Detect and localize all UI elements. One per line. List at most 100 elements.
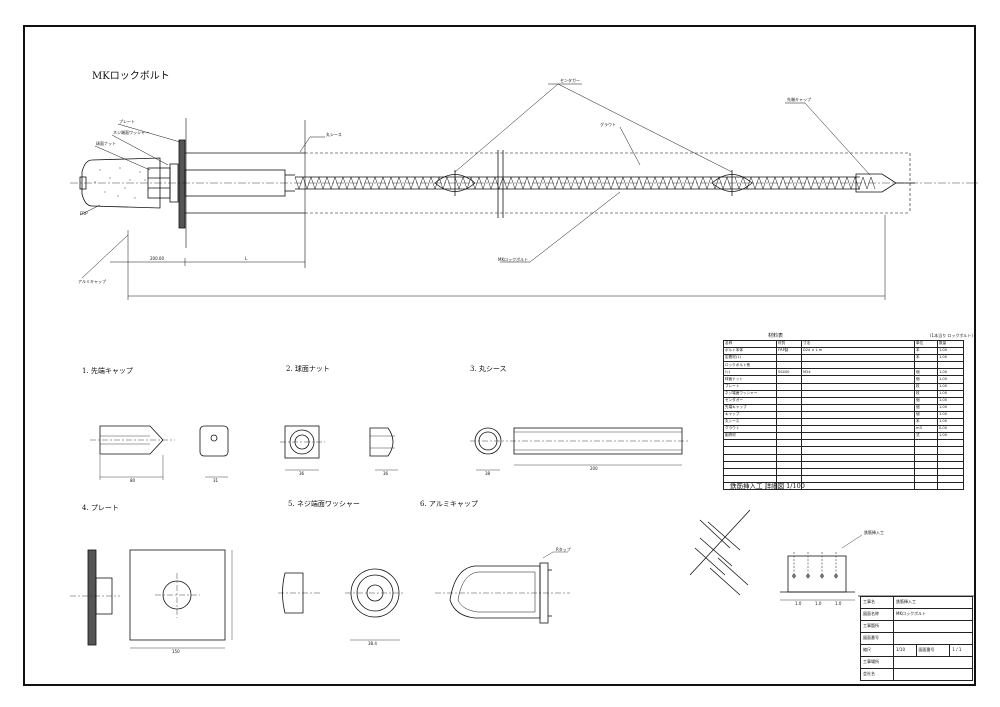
table-cell: 本 — [914, 347, 938, 356]
table-cell — [914, 453, 938, 462]
title-block-key: 工事箇所 — [860, 620, 894, 633]
table-cell: 副資材 — [723, 432, 777, 441]
part-5-dim: 38.4 — [368, 641, 377, 646]
part-round-sheath — [470, 427, 690, 471]
table-cell: 本 — [914, 418, 938, 427]
callout-centralizer: センタガー — [560, 78, 580, 83]
table-cell: ﾅｯﾄ — [723, 368, 777, 377]
table-cell: D24 × L m — [801, 347, 915, 356]
title-block-row: 図面番号 — [860, 632, 973, 645]
callout-plate: プレート — [119, 119, 135, 124]
table-cell: 1.00 — [937, 368, 964, 377]
table-cell — [937, 361, 964, 370]
table-cell: 枚 — [914, 389, 938, 398]
table-cell — [937, 439, 964, 448]
table-cell — [776, 361, 802, 370]
detail-dim-1: 1.0 — [795, 601, 802, 606]
table-cell — [723, 446, 777, 455]
table-cell: プレート — [723, 382, 777, 391]
part-3-dim-b: 200 — [590, 466, 598, 471]
title-block-key: 工事場所 — [860, 656, 894, 669]
table-cell — [801, 481, 915, 490]
table-row — [723, 460, 964, 469]
detail-dim-2: 1.0 — [815, 601, 822, 606]
table-cell — [776, 375, 802, 384]
part-washer — [278, 568, 405, 641]
table-cell — [723, 467, 777, 476]
part-4-dim: 150 — [172, 649, 180, 654]
table-cell: 0.00 — [937, 425, 964, 434]
table-cell — [801, 453, 915, 462]
part-2-dim: 36 — [299, 471, 305, 476]
title-block-row: 工事場所 — [860, 656, 973, 669]
title-block-key: 図面番号 — [915, 644, 951, 657]
table-cell — [801, 410, 915, 420]
table-cell — [776, 439, 802, 448]
table-cell: 個 — [914, 403, 938, 412]
table-cell — [776, 460, 802, 469]
dim-200: 200.00 — [150, 256, 164, 261]
table-cell: 個 — [914, 375, 938, 384]
table-cell: ネジ端面ワッシャー — [723, 389, 777, 398]
table-cell: FRP製 — [776, 347, 802, 356]
callout-dome-cap: アルミキャップ — [78, 279, 106, 284]
part-1-dim-b: 31 — [213, 478, 219, 483]
table-cell — [723, 439, 777, 448]
table-row — [723, 446, 964, 455]
table-cell: 球面ナット — [723, 375, 777, 384]
table-cell — [937, 453, 964, 462]
table-cell — [801, 354, 915, 363]
centralizer-1 — [434, 174, 476, 192]
table-cell: 1.00 — [937, 347, 964, 356]
part-2-dim-b: 36 — [383, 471, 389, 476]
table-cell: 個 — [914, 396, 938, 405]
table-cell: 式 — [914, 432, 938, 441]
table-row — [723, 481, 964, 490]
title-block-key: 会社名 — [860, 668, 894, 681]
part-6-dim: Rタップ — [556, 547, 571, 552]
part-3-dim: 38 — [485, 471, 491, 476]
table-cell — [937, 446, 964, 455]
table-cell — [801, 375, 915, 384]
detail-note: 鉄筋挿入工 — [864, 530, 884, 535]
table-cell: 1.00 — [937, 396, 964, 405]
part-plate — [70, 549, 233, 649]
table-cell — [914, 481, 938, 490]
detail-title: 鉄筋挿入工 詳細図 1/100 — [730, 482, 805, 490]
table-cell — [801, 396, 915, 405]
table-cell — [776, 432, 802, 441]
table-header: 名称 — [723, 339, 777, 349]
callout-end-cap: 先端キャップ — [787, 97, 811, 102]
title-block-value: 1/10 — [893, 644, 917, 657]
table-cell: グラウト — [723, 425, 777, 434]
title-block-row: 会社名 — [860, 668, 973, 681]
table-row: ロックボルト長 — [723, 361, 964, 370]
table-header-row: 名称 材質 寸法 単位 数量 — [723, 339, 964, 349]
part-6-label: 6. アルミキャップ — [420, 500, 478, 508]
plate-shape — [178, 139, 186, 229]
callout-washer: ネジ端面ワッシャー — [113, 130, 149, 135]
table-cell: 1.00 — [937, 382, 964, 391]
table-cell: 1.00 — [937, 410, 964, 420]
title-block-value — [893, 656, 973, 669]
table-cell — [937, 467, 964, 476]
table-cell — [914, 474, 938, 483]
table-cell: m3 — [914, 425, 938, 434]
title-block-value: 1 / 1 — [949, 644, 973, 657]
title-block-value: MKロックボルト — [893, 608, 973, 621]
table-cell: 定着材(1) — [723, 354, 777, 363]
end-cap-shape — [855, 173, 897, 193]
table-cell — [801, 474, 915, 483]
table-cell — [914, 361, 938, 370]
table-cell — [914, 460, 938, 469]
table-cell — [776, 453, 802, 462]
materials-unit-note: (1本当り ロックボルト) — [930, 333, 973, 338]
